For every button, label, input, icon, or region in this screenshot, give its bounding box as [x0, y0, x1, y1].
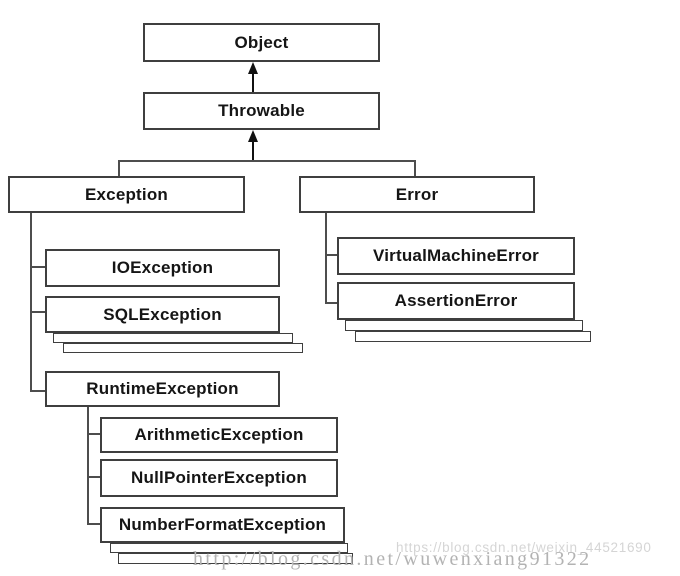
node-throwable: Throwable: [143, 92, 380, 130]
placeholder-box: [53, 333, 293, 343]
node-nullpointerexception: NullPointerException: [100, 459, 338, 497]
tick-to-virtualmachineerror: [325, 254, 337, 256]
tick-to-runtimeexception: [30, 390, 45, 392]
node-object: Object: [143, 23, 380, 62]
tick-to-numberformatexception: [87, 523, 100, 525]
node-sqlexception: SQLException: [45, 296, 280, 333]
arrow-branch-to-throwable-shaft: [252, 140, 254, 162]
tick-to-ioexception: [30, 266, 45, 268]
node-assertionerror: AssertionError: [337, 282, 575, 320]
arrow-throwable-to-object-shaft: [252, 72, 254, 92]
watermark-secondary: https://blog.csdn.net/weixin_44521690: [396, 540, 652, 555]
placeholder-box: [355, 331, 591, 342]
tick-to-assertionerror: [325, 302, 337, 304]
branch-line-to-error: [414, 160, 416, 176]
arrow-up-icon: [248, 62, 258, 74]
watermark-primary: http://blog.csdn.net/wuwenxiang91322: [193, 548, 592, 570]
node-arithmeticexception: ArithmeticException: [100, 417, 338, 453]
node-numberformatexception: NumberFormatException: [100, 507, 345, 543]
placeholder-box: [63, 343, 303, 353]
placeholder-box: [110, 543, 348, 553]
placeholder-box: [345, 320, 583, 331]
arrow-up-icon: [248, 130, 258, 142]
exception-children-spine: [30, 213, 32, 392]
node-virtualmachineerror: VirtualMachineError: [337, 237, 575, 275]
placeholder-box: [118, 553, 353, 564]
branch-line-to-exception: [118, 160, 120, 176]
node-exception: Exception: [8, 176, 245, 213]
node-error: Error: [299, 176, 535, 213]
tick-to-nullpointerexception: [87, 476, 100, 478]
error-children-spine: [325, 213, 327, 304]
node-ioexception: IOException: [45, 249, 280, 287]
branch-line-horizontal: [118, 160, 416, 162]
tick-to-sqlexception: [30, 311, 45, 313]
runtimeexception-children-spine: [87, 407, 89, 525]
tick-to-arithmeticexception: [87, 433, 100, 435]
node-runtimeexception: RuntimeException: [45, 371, 280, 407]
